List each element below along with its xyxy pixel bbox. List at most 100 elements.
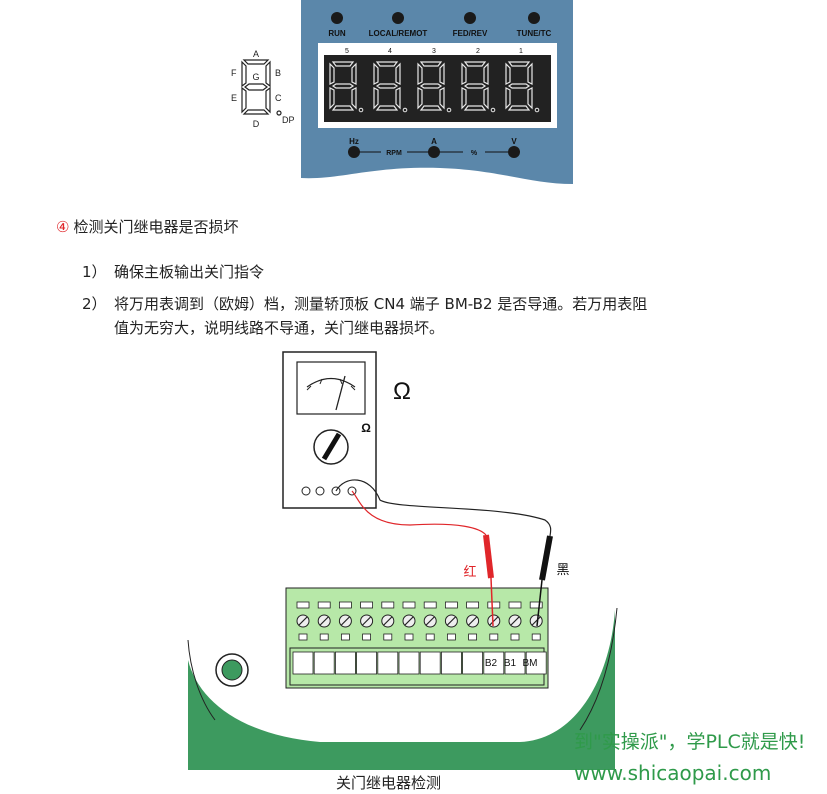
dial-pointer — [321, 432, 342, 461]
unit-hz: Hz — [349, 137, 359, 146]
label-tune: TUNE/TC — [517, 29, 552, 38]
digit-1 — [505, 61, 540, 113]
black-probe-label: 黑 — [556, 562, 569, 577]
seg-label-f: F — [231, 68, 237, 78]
indicator-leds — [331, 12, 540, 24]
digit-num-1: 1 — [519, 48, 523, 55]
label-run: RUN — [328, 29, 346, 38]
segment-labels: A B C D E F G DP — [231, 49, 295, 129]
terminal-tab — [508, 601, 522, 609]
watermark-url: www.shicaopai.com — [574, 761, 772, 785]
red-probe — [483, 534, 494, 579]
terminal-cell — [313, 651, 335, 675]
indicator-labels: RUN LOCAL/REMOT FED/REV TUNE/TC — [328, 29, 551, 38]
unit-percent: % — [471, 150, 478, 157]
unit-a: A — [431, 137, 437, 146]
jack-2 — [315, 486, 325, 496]
seg-label-g: G — [252, 72, 259, 82]
step-text: 将万用表调到（欧姆）档，测量轿顶板 CN4 端子 BM-B2 是否导通。若万用表… — [114, 295, 648, 313]
digit-num-5: 5 — [345, 48, 349, 55]
digit-5 — [329, 61, 364, 113]
section-title: 检测关门继电器是否损坏 — [73, 218, 239, 236]
step-number: 2） — [82, 295, 107, 313]
relay-test-figure: B2 B1 BM CN4 MCTC-CTB-A(B) Ω Ω 红 黑 — [187, 351, 618, 770]
figure-caption: 关门继电器检测 — [336, 774, 442, 792]
unit-rpm: RPM — [386, 150, 402, 157]
digit-4 — [373, 61, 408, 113]
digit-num-4: 4 — [388, 48, 392, 55]
terminal-cell — [462, 651, 484, 675]
terminal-cell — [377, 651, 399, 675]
terminal-cell — [504, 651, 526, 675]
led-hz — [348, 146, 360, 158]
terminal-tab — [444, 601, 458, 609]
ohm-symbol-small: Ω — [361, 421, 371, 435]
terminal-tab — [360, 601, 374, 609]
seven-segment-digits — [329, 61, 540, 113]
connector-label: CN4 — [400, 693, 428, 709]
terminal-tab — [423, 601, 437, 609]
terminal-tab — [529, 601, 543, 609]
led-a — [428, 146, 440, 158]
step-text-cont: 值为无穷大，说明线路不导通，关门继电器损坏。 — [114, 319, 445, 337]
seg-label-d: D — [253, 119, 260, 129]
seg-label-c: C — [275, 93, 282, 103]
terminal-cell — [292, 651, 314, 675]
led-tune — [528, 12, 540, 24]
terminal-cell — [525, 651, 547, 675]
circuit-board — [188, 610, 615, 770]
operator-panel-figure: A B C D E F G DP RUN LOCAL/REMOT FED/REV… — [231, 0, 573, 184]
terminal-cell — [419, 651, 441, 675]
digit-num-3: 3 — [432, 48, 436, 55]
red-lead — [351, 490, 487, 536]
terminal-cell — [334, 651, 356, 675]
seg-label-e: E — [231, 93, 237, 103]
seg-label-b: B — [275, 68, 281, 78]
terminal-tab — [296, 601, 310, 609]
seg-label-a: A — [253, 49, 259, 59]
meter-window — [296, 361, 366, 415]
terminal-tab — [487, 601, 501, 609]
seg-label-dp: DP — [282, 115, 295, 125]
terminal-tab — [338, 601, 352, 609]
led-local — [392, 12, 404, 24]
terminal-cell — [398, 651, 420, 675]
unit-v: V — [511, 137, 517, 146]
digit-numbers: 5 4 3 2 1 — [345, 48, 523, 55]
digit-2 — [461, 61, 496, 113]
terminal-label-bm: BM — [523, 658, 538, 669]
unit-labels: Hz A V — [349, 137, 517, 146]
meter-needle — [335, 375, 346, 411]
step-number: 1） — [82, 263, 107, 281]
section-number: ④ — [56, 218, 70, 236]
led-fedrev — [464, 12, 476, 24]
step-1: 1） 确保主板输出关门指令 — [82, 260, 264, 284]
black-lead — [335, 479, 552, 537]
terminal-tab — [402, 601, 416, 609]
watermark-slogan: 到"实操派"，学PLC就是快! — [574, 731, 806, 753]
terminal-labels: B2 B1 BM — [485, 658, 538, 669]
digit-3 — [417, 61, 452, 113]
terminal-cells — [292, 651, 547, 675]
terminal-cell — [356, 651, 378, 675]
board-name: MCTC-CTB-A(B) — [346, 718, 477, 737]
terminal-cell — [440, 651, 462, 675]
terminal-cell — [483, 651, 505, 675]
label-fedrev: FED/REV — [453, 29, 488, 38]
segment-legend — [241, 59, 282, 116]
terminal-tab — [317, 601, 331, 609]
led-v — [508, 146, 520, 158]
terminal-tab — [381, 601, 395, 609]
step-2: 2） 将万用表调到（欧姆）档，测量轿顶板 CN4 端子 BM-B2 是否导通。若万… — [82, 292, 782, 340]
ohm-symbol-large: Ω — [393, 378, 411, 405]
red-probe-label: 红 — [463, 564, 476, 579]
terminal-tab — [466, 601, 480, 609]
digit-num-2: 2 — [476, 48, 480, 55]
step-text: 确保主板输出关门指令 — [114, 263, 265, 281]
terminal-screws — [296, 601, 543, 641]
black-probe — [539, 535, 553, 581]
jack-1 — [301, 486, 311, 496]
led-run — [331, 12, 343, 24]
label-local: LOCAL/REMOT — [369, 29, 428, 38]
